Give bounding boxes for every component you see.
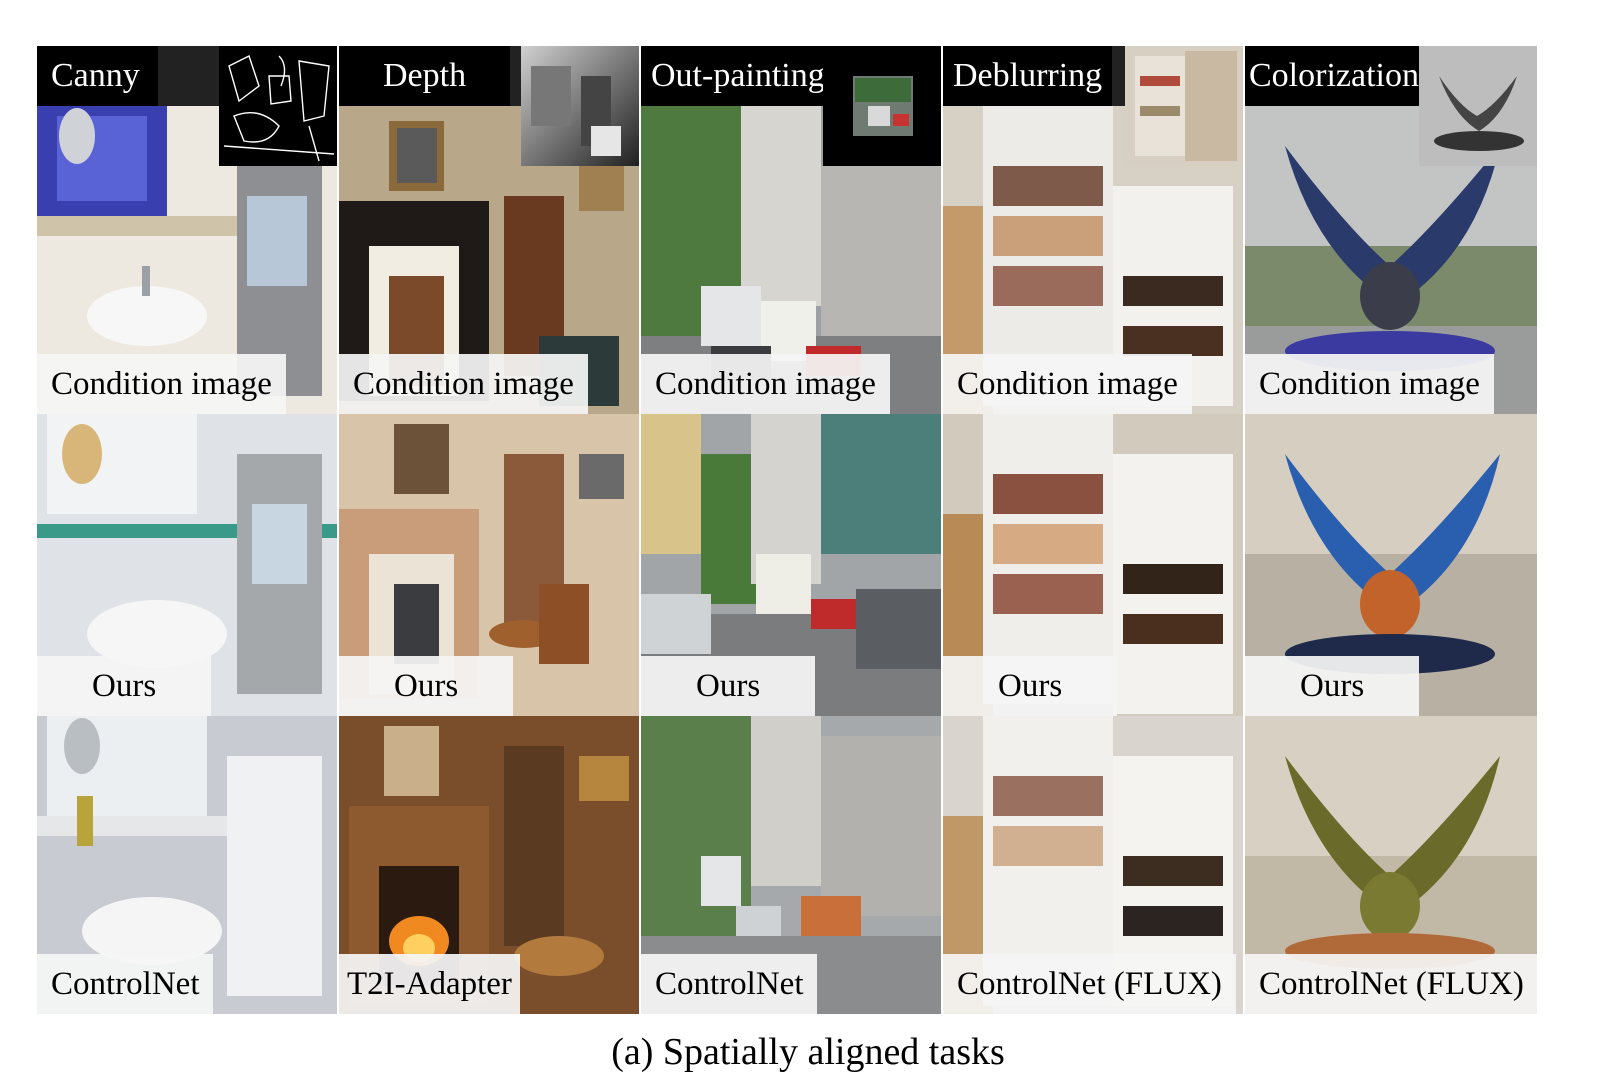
image-ours-bird: Ours xyxy=(1245,414,1537,716)
condition-thumbnail-blurred-fridge xyxy=(1125,46,1243,166)
task-header-colorization: Colorization xyxy=(1245,46,1423,106)
row-label-ours: Ours xyxy=(339,656,514,716)
row-label-condition-image: Condition image xyxy=(37,354,286,414)
column-out-painting: Out-painting Condition image xyxy=(641,46,941,1014)
image-condition-street: Condition image xyxy=(641,106,941,414)
row-label-baseline: ControlNet (FLUX) xyxy=(943,954,1236,1014)
condition-thumbnail-grayscale-bird xyxy=(1419,46,1537,166)
figure-caption: (a) Spatially aligned tasks xyxy=(611,1031,1005,1073)
column-deblurring: Deblurring Condition image xyxy=(943,46,1243,1014)
row-label-condition-image: Condition image xyxy=(943,354,1192,414)
image-ours-living-room: Ours xyxy=(339,414,639,716)
task-header-canny: Canny xyxy=(37,46,158,106)
image-controlnet-flux-bird: ControlNet (FLUX) xyxy=(1245,716,1537,1014)
task-header-depth: Depth xyxy=(339,46,511,106)
row-label-ours: Ours xyxy=(943,656,1118,716)
row-label-condition-image: Condition image xyxy=(339,354,588,414)
condition-thumbnail-canny-edges xyxy=(219,46,337,166)
column-depth: Depth Condition image xyxy=(339,46,639,1014)
row-label-condition-image: Condition image xyxy=(1245,354,1494,414)
row-label-baseline: ControlNet xyxy=(37,954,214,1014)
image-controlnet-street: ControlNet xyxy=(641,716,941,1014)
image-condition-bird: Condition image xyxy=(1245,106,1537,414)
task-header-out-painting: Out-painting xyxy=(641,46,835,106)
image-t2i-adapter-living-room: T2I-Adapter xyxy=(339,716,639,1014)
column-canny: Canny Condition imag xyxy=(37,46,337,1014)
row-label-ours: Ours xyxy=(1245,656,1420,716)
column-colorization: Colorization Condition image Ours xyxy=(1245,46,1537,1014)
row-label-condition-image: Condition image xyxy=(641,354,890,414)
image-controlnet-flux-fridge: ControlNet (FLUX) xyxy=(943,716,1243,1014)
image-ours-street: Ours xyxy=(641,414,941,716)
row-label-ours: Ours xyxy=(37,656,212,716)
row-label-baseline: ControlNet (FLUX) xyxy=(1245,954,1537,1014)
image-ours-bathroom: Ours xyxy=(37,414,337,716)
condition-thumbnail-depth-map xyxy=(521,46,639,166)
image-controlnet-bathroom: ControlNet xyxy=(37,716,337,1014)
condition-thumbnail-cropped-street xyxy=(823,46,941,166)
row-label-ours: Ours xyxy=(641,656,816,716)
task-header-deblurring: Deblurring xyxy=(943,46,1113,106)
image-ours-fridge: Ours xyxy=(943,414,1243,716)
row-label-baseline: ControlNet xyxy=(641,954,818,1014)
row-label-baseline: T2I-Adapter xyxy=(339,954,520,1014)
